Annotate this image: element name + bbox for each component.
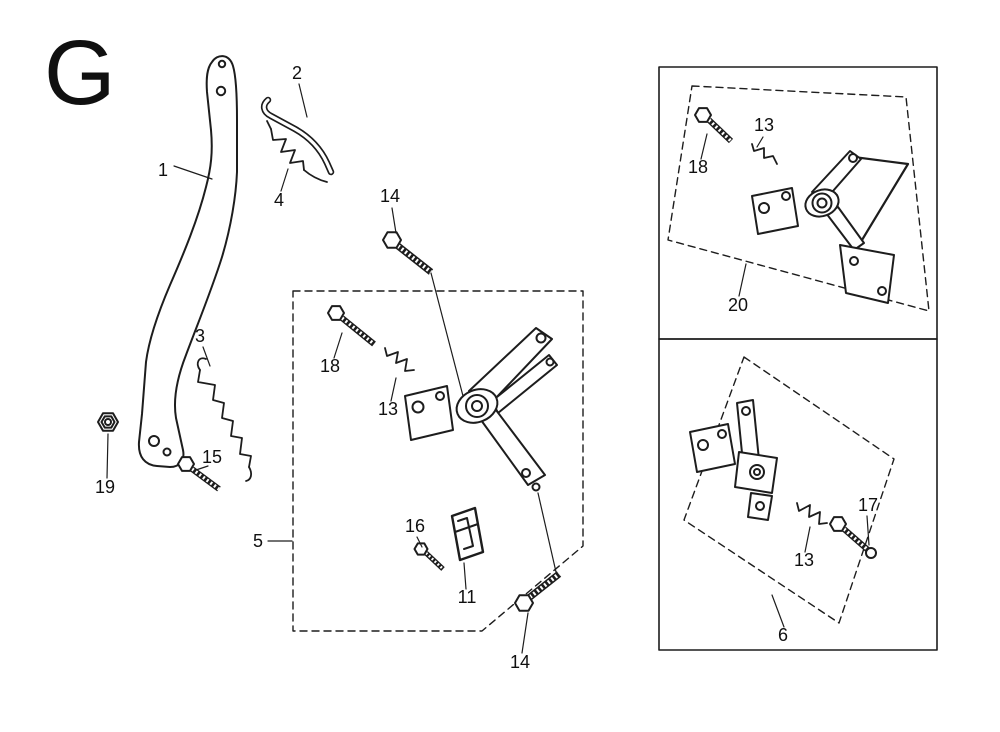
callout-part-18-top-right: 18 [688, 157, 708, 177]
part-15-bolt [177, 456, 221, 492]
callout-part-20: 20 [728, 295, 748, 315]
callout-part-13-center: 13 [378, 399, 398, 419]
section-letter: G [44, 22, 116, 124]
part-14-bolt-bottom [514, 571, 562, 612]
part-16-screw [413, 542, 445, 571]
dashed-plane-part6 [683, 356, 895, 624]
callout-part-14-bottom: 14 [510, 652, 530, 672]
part-2-rod [260, 96, 335, 176]
detail-box-bottom-right [658, 338, 938, 651]
callout-part-14-top: 14 [380, 186, 400, 206]
callout-part-17: 17 [858, 495, 878, 515]
part-6-assembly [689, 399, 778, 521]
callout-part-6: 6 [778, 625, 788, 645]
callout-part-16: 16 [405, 516, 425, 536]
dashed-plane-part5 [292, 290, 584, 632]
callout-part-15: 15 [202, 447, 222, 467]
part-13-spring-bottom-right [796, 502, 828, 525]
part-5-assembly [404, 327, 558, 492]
callout-part-19: 19 [95, 477, 115, 497]
part-13-spring-center [384, 347, 415, 372]
leader-lines [106, 83, 870, 654]
callout-part-4: 4 [274, 190, 284, 210]
callout-part-1: 1 [158, 160, 168, 180]
part-4-spring [266, 120, 328, 183]
part-1-lever [137, 55, 238, 468]
part-11-clip [450, 506, 485, 562]
callout-part-3: 3 [195, 326, 205, 346]
callout-part-2: 2 [292, 63, 302, 83]
part-14-bolt-top [382, 231, 434, 275]
callout-part-5: 5 [253, 531, 263, 551]
part-3-spring [196, 357, 253, 482]
callout-part-18-center: 18 [320, 356, 340, 376]
part-17-bolt [829, 516, 877, 559]
part-18-bolt-top-right [694, 107, 734, 144]
callout-part-13-bottom-right: 13 [794, 550, 814, 570]
part-20-assembly [751, 150, 910, 304]
callout-part-13-top-right: 13 [754, 115, 774, 135]
part-19-nut [97, 412, 119, 432]
callout-part-11: 11 [458, 587, 477, 607]
part-18-bolt-center [327, 305, 376, 347]
assembly-guide-lines [430, 272, 557, 573]
part-13-spring-top-right [751, 143, 778, 165]
